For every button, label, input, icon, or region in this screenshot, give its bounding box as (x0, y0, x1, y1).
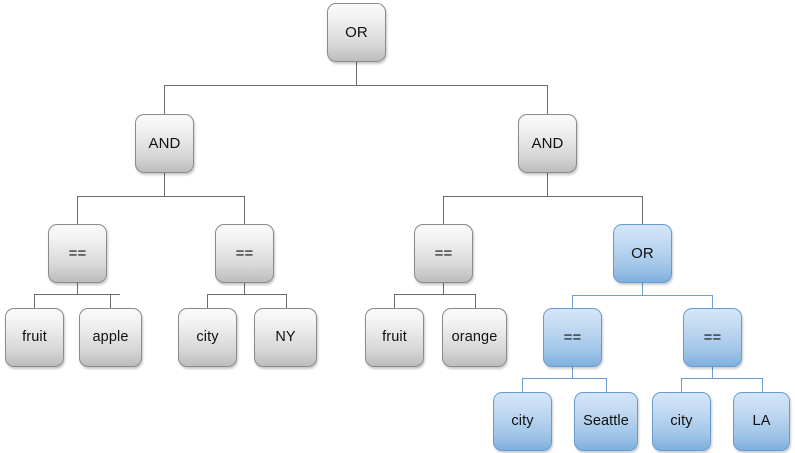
tree-node-eq-3[interactable]: == (414, 224, 473, 283)
tree-node-label: == (235, 245, 254, 262)
connector-and-right-bar (443, 196, 643, 197)
connector-orange-drop (475, 294, 476, 308)
connector-eq3-bar (394, 294, 475, 295)
tree-node-label: == (68, 245, 87, 262)
connector-or-blue-drop (642, 196, 643, 224)
tree-node-eq-blue-left[interactable]: == (543, 308, 602, 367)
connector-eq1-bar (34, 294, 120, 295)
tree-node-label: LA (752, 413, 771, 430)
tree-node-leaf-city-1[interactable]: city (178, 308, 237, 367)
tree-node-label: OR (631, 245, 654, 262)
connector-and-left-stem (164, 173, 165, 196)
tree-node-leaf-city-2[interactable]: city (493, 392, 552, 451)
tree-node-leaf-orange[interactable]: orange (442, 308, 507, 367)
tree-node-or-blue[interactable]: OR (613, 224, 672, 283)
tree-node-label: AND (531, 135, 564, 152)
tree-node-label: NY (275, 329, 296, 346)
connector-la-drop (762, 378, 763, 392)
connector-eq-blue-right-drop (712, 295, 713, 308)
tree-node-leaf-fruit-1[interactable]: fruit (5, 308, 64, 367)
connector-eq2-drop (244, 196, 245, 224)
connector-or-blue-stem (642, 283, 643, 295)
connector-eq2-bar (207, 294, 286, 295)
connector-seattle-drop (606, 378, 607, 392)
connector-city1-drop (207, 294, 208, 308)
tree-node-and-right[interactable]: AND (518, 114, 577, 173)
connector-eq1-drop (77, 196, 78, 224)
tree-node-eq-2[interactable]: == (215, 224, 274, 283)
tree-node-label: fruit (22, 329, 47, 346)
connector-eqbr-stem (712, 367, 713, 378)
connector-eqbl-bar (522, 378, 606, 379)
tree-node-leaf-la[interactable]: LA (733, 392, 790, 451)
tree-node-label: fruit (382, 329, 407, 346)
tree-node-label: == (434, 245, 453, 262)
connector-city2-drop (522, 378, 523, 392)
connector-eqbl-stem (572, 367, 573, 378)
connector-and-right-stem (547, 173, 548, 196)
connector-root-stem (356, 62, 357, 85)
tree-node-and-left[interactable]: AND (135, 114, 194, 173)
tree-node-eq-blue-right[interactable]: == (683, 308, 742, 367)
tree-node-label: Seattle (583, 413, 629, 430)
connector-eq2-stem (244, 283, 245, 294)
connector-root-bar (164, 85, 548, 86)
connector-city3-drop (681, 378, 682, 392)
tree-node-root-or[interactable]: OR (327, 3, 386, 62)
tree-node-label: AND (148, 135, 181, 152)
tree-node-leaf-seattle[interactable]: Seattle (574, 392, 638, 451)
connector-and-left-drop (164, 85, 165, 114)
tree-node-label: orange (451, 329, 498, 346)
connector-eq3-drop (443, 196, 444, 224)
tree-node-label: city (670, 413, 693, 430)
tree-node-label: apple (92, 329, 129, 346)
connector-apple-drop (110, 294, 111, 308)
connector-eq-blue-left-drop (572, 295, 573, 308)
connector-fruit2-drop (394, 294, 395, 308)
connector-or-blue-bar (572, 295, 713, 296)
tree-node-leaf-fruit-2[interactable]: fruit (365, 308, 424, 367)
tree-node-leaf-city-3[interactable]: city (652, 392, 711, 451)
connector-ny-drop (286, 294, 287, 308)
tree-node-leaf-ny[interactable]: NY (254, 308, 317, 367)
tree-node-leaf-apple[interactable]: apple (79, 308, 142, 367)
connector-and-left-bar (77, 196, 245, 197)
tree-node-label: == (703, 329, 722, 346)
tree-node-label: city (196, 329, 219, 346)
connector-eqbr-bar (681, 378, 762, 379)
tree-node-label: == (563, 329, 582, 346)
connector-fruit1-drop (34, 294, 35, 308)
connector-and-right-drop (547, 85, 548, 114)
connector-eq1-stem (77, 283, 78, 294)
tree-node-eq-1[interactable]: == (48, 224, 107, 283)
tree-node-label: OR (345, 24, 368, 41)
tree-node-label: city (511, 413, 534, 430)
connector-eq3-stem (443, 283, 444, 294)
